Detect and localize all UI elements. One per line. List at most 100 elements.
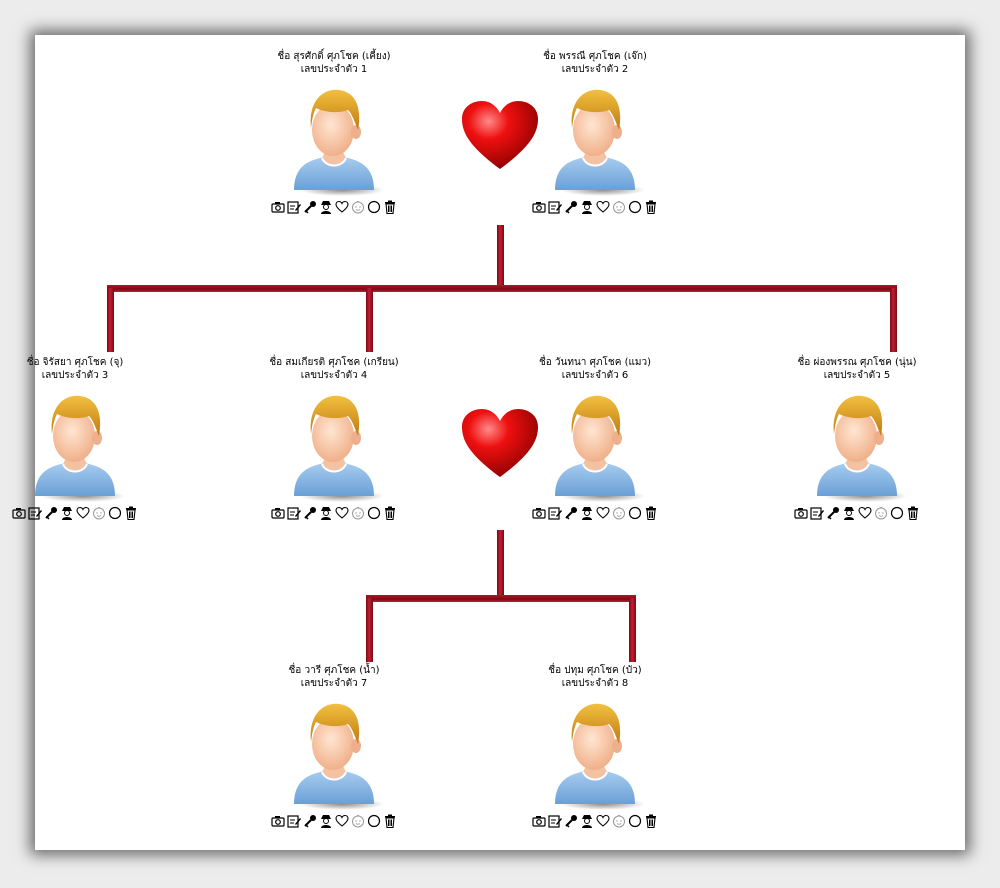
- person-name: ชื่อ ผ่องพรรณ ศุภโชค (นุ่น): [797, 357, 917, 368]
- trash-icon[interactable]: [644, 506, 658, 520]
- trash-icon[interactable]: [383, 506, 397, 520]
- family-tree-panel: ชื่อ สุรศักดิ์ ศุภโชค (เคี้ยง) เลขประจำตั…: [12, 35, 965, 850]
- person-id-label: เลขประจำตัว 7: [300, 678, 368, 689]
- key-icon[interactable]: [564, 506, 578, 520]
- spy-icon[interactable]: [580, 200, 594, 214]
- spy-icon[interactable]: [319, 200, 333, 214]
- spy-icon[interactable]: [319, 506, 333, 520]
- key-icon[interactable]: [564, 200, 578, 214]
- key-icon[interactable]: [564, 814, 578, 828]
- baby-face-icon[interactable]: [351, 506, 365, 520]
- person-card: ชื่อ ปทุม ศุภโชค (บัว)เลขประจำตัว 8: [525, 664, 665, 830]
- person-id-label: เลขประจำตัว 4: [300, 370, 368, 381]
- trash-icon[interactable]: [644, 200, 658, 214]
- baby-face-icon[interactable]: [874, 506, 888, 520]
- heart-outline-icon[interactable]: [76, 506, 90, 520]
- baby-face-icon[interactable]: [612, 200, 626, 214]
- circle-icon[interactable]: [628, 506, 642, 520]
- edit-note-icon[interactable]: [28, 506, 42, 520]
- camera-icon[interactable]: [271, 200, 285, 214]
- person-card: ชื่อ จิรัสยา ศุภโชค (จุ) เลขประจำตัว 3: [5, 356, 145, 522]
- person-id-label: เลขประจำตัว 3: [41, 370, 109, 381]
- edit-note-icon[interactable]: [287, 200, 301, 214]
- heart-outline-icon[interactable]: [596, 814, 610, 828]
- camera-icon[interactable]: [532, 506, 546, 520]
- edit-note-icon[interactable]: [548, 200, 562, 214]
- connector-child-7: [366, 598, 373, 662]
- edit-note-icon[interactable]: [287, 506, 301, 520]
- avatar: [294, 395, 384, 502]
- circle-icon[interactable]: [367, 200, 381, 214]
- edit-note-icon[interactable]: [548, 506, 562, 520]
- trash-icon[interactable]: [906, 506, 920, 520]
- person-toolbar: [264, 200, 404, 216]
- camera-icon[interactable]: [794, 506, 808, 520]
- person-id-label: เลขประจำตัว 8: [561, 678, 629, 689]
- camera-icon[interactable]: [12, 506, 26, 520]
- avatar: [555, 703, 645, 810]
- person-name: ชื่อ สุรศักดิ์ ศุภโชค (เคี้ยง): [277, 51, 391, 62]
- connector-children1-bar: [107, 285, 897, 292]
- person-id-label: เลขประจำตัว 1: [300, 64, 368, 75]
- camera-icon[interactable]: [532, 814, 546, 828]
- key-icon[interactable]: [826, 506, 840, 520]
- baby-face-icon[interactable]: [92, 506, 106, 520]
- trash-icon[interactable]: [383, 200, 397, 214]
- heart-outline-icon[interactable]: [596, 200, 610, 214]
- circle-icon[interactable]: [890, 506, 904, 520]
- trash-icon[interactable]: [644, 814, 658, 828]
- person-name: ชื่อ จิรัสยา ศุภโชค (จุ): [26, 357, 124, 368]
- person-card: ชื่อ สุรศักดิ์ ศุภโชค (เคี้ยง) เลขประจำตั…: [264, 50, 404, 216]
- heart-outline-icon[interactable]: [858, 506, 872, 520]
- circle-icon[interactable]: [367, 814, 381, 828]
- avatar: [294, 703, 384, 810]
- person-card: ชื่อ วันทนา ศุภโชค (แมว) เลขประจำตัว 6: [525, 356, 665, 522]
- person-toolbar: [525, 506, 665, 522]
- heart-icon: [462, 409, 538, 477]
- key-icon[interactable]: [44, 506, 58, 520]
- person-id-label: เลขประจำตัว 6: [561, 370, 629, 381]
- spy-icon[interactable]: [60, 506, 74, 520]
- heart-icon: [462, 101, 538, 169]
- circle-icon[interactable]: [108, 506, 122, 520]
- spy-icon[interactable]: [580, 814, 594, 828]
- circle-icon[interactable]: [367, 506, 381, 520]
- person-toolbar: [5, 506, 145, 522]
- trash-icon[interactable]: [124, 506, 138, 520]
- camera-icon[interactable]: [271, 814, 285, 828]
- trash-icon[interactable]: [383, 814, 397, 828]
- edit-note-icon[interactable]: [810, 506, 824, 520]
- connector-child-8: [629, 598, 636, 662]
- key-icon[interactable]: [303, 200, 317, 214]
- baby-face-icon[interactable]: [351, 814, 365, 828]
- person-toolbar: [787, 506, 927, 522]
- person-toolbar: [525, 814, 665, 830]
- heart-outline-icon[interactable]: [335, 814, 349, 828]
- spy-icon[interactable]: [842, 506, 856, 520]
- heart-outline-icon[interactable]: [335, 200, 349, 214]
- spy-icon[interactable]: [319, 814, 333, 828]
- edit-note-icon[interactable]: [548, 814, 562, 828]
- circle-icon[interactable]: [628, 814, 642, 828]
- spy-icon[interactable]: [580, 506, 594, 520]
- baby-face-icon[interactable]: [612, 506, 626, 520]
- person-toolbar: [525, 200, 665, 216]
- heart-outline-icon[interactable]: [335, 506, 349, 520]
- person-card: ชื่อ ผ่องพรรณ ศุภโชค (นุ่น)เลขประจำตัว 5: [787, 356, 927, 522]
- baby-face-icon[interactable]: [351, 200, 365, 214]
- key-icon[interactable]: [303, 814, 317, 828]
- person-card: ชื่อ สมเกียรติ ศุภโชค (เกรียน)เลขประจำตั…: [264, 356, 404, 522]
- camera-icon[interactable]: [271, 506, 285, 520]
- baby-face-icon[interactable]: [612, 814, 626, 828]
- camera-icon[interactable]: [532, 200, 546, 214]
- edit-note-icon[interactable]: [287, 814, 301, 828]
- avatar: [35, 395, 125, 502]
- person-card: ชื่อ วารี ศุภโชค (น้ำ) เลขประจำตัว 7: [264, 664, 404, 830]
- key-icon[interactable]: [303, 506, 317, 520]
- person-name: ชื่อ วันทนา ศุภโชค (แมว): [538, 357, 652, 368]
- avatar: [555, 395, 645, 502]
- connector-couple2-down: [497, 530, 504, 598]
- heart-outline-icon[interactable]: [596, 506, 610, 520]
- person-name: ชื่อ วารี ศุภโชค (น้ำ): [288, 665, 380, 676]
- circle-icon[interactable]: [628, 200, 642, 214]
